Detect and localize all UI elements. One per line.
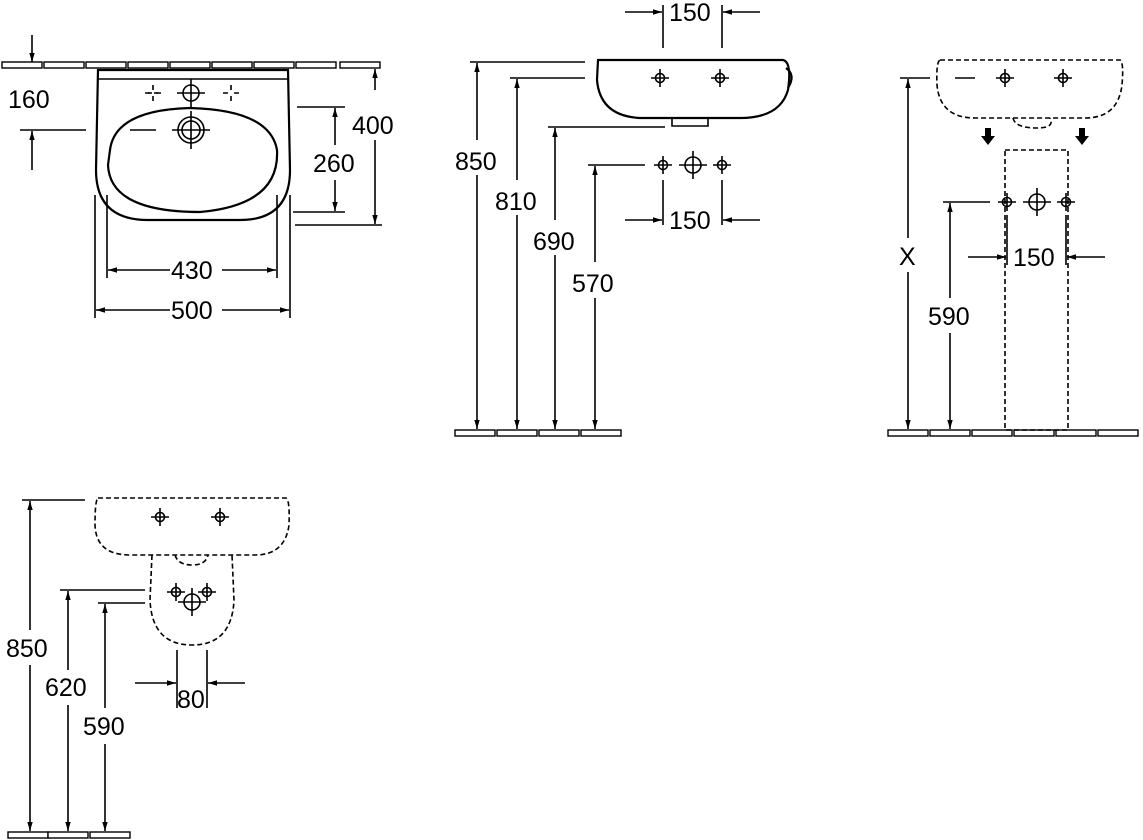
basin-outline [94,68,292,222]
dim-label: 620 [45,674,87,702]
basin-outline-dashed [936,59,1124,119]
dim-label: 150 [669,207,711,235]
basin-outline [595,58,791,120]
arrow-down-icon [1075,128,1089,145]
dim-label: 570 [572,270,614,298]
pedestal-outline-dashed [1004,149,1069,431]
dim-label: 160 [8,86,50,114]
dim-label: 590 [928,303,970,331]
dim-label: 400 [352,112,394,140]
tap-hole-option-icon [145,85,161,101]
dim-label: 150 [669,0,711,27]
arrow-down-icon [981,128,995,145]
tap-hole-option-icon [223,85,239,101]
side-view: 150 150 850 810 690 570 [454,0,793,437]
bowl-outline [106,106,279,214]
dim-label: 150 [1013,244,1055,272]
basin-outline-dashed [94,497,290,556]
floor-tiles [7,831,131,839]
dim-label: X [899,243,916,271]
dim-label: 850 [6,635,48,663]
floor-tiles [454,429,622,437]
floor-tiles [887,429,1139,437]
plan-view: 160 400 260 430 500 [1,35,394,325]
wall-tiles [1,61,381,69]
trap-cover-dashed [149,554,235,646]
dim-label: 500 [171,297,213,325]
dim-label: 260 [313,150,355,178]
dim-label: 850 [455,148,497,176]
semi-pedestal-view: 80 850 620 590 [6,497,290,839]
dim-label: 810 [495,188,537,216]
dim-label: 80 [177,686,205,714]
drain-icon [172,111,210,149]
dim-label: 590 [83,713,125,741]
dim-label: 430 [171,257,213,285]
pedestal-view: 150 X 590 [887,59,1139,437]
tap-hole-icon [176,78,206,108]
dim-label: 690 [533,228,575,256]
